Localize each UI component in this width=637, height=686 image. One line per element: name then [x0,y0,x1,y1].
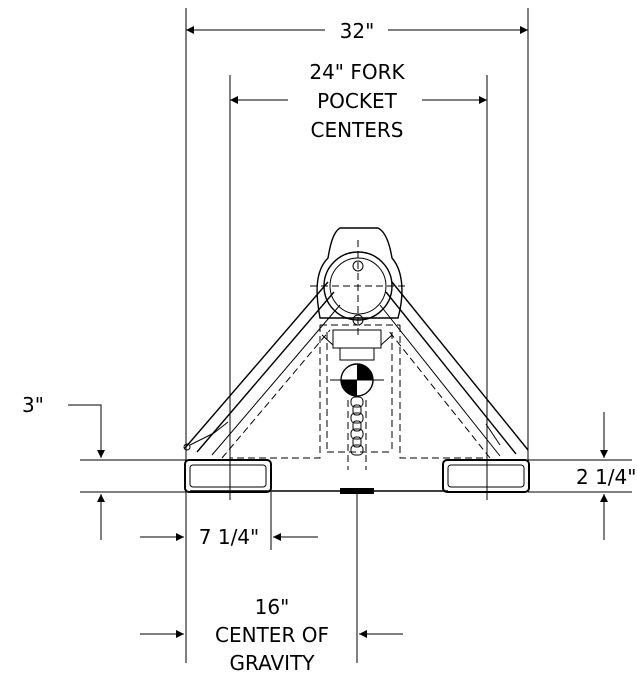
cog-label-line1: 16" [255,595,290,619]
hook-block [321,329,393,361]
fork-pocket-left [184,459,272,493]
dimension-overall-width: 32" [186,19,528,43]
hidden-frame [230,324,487,459]
extension-lines [185,8,529,663]
leg-left [183,281,341,459]
pulley-housing [310,227,408,335]
reference-lines [80,459,632,493]
cog-label-line2: CENTER OF [215,623,329,647]
center-of-gravity-symbol [330,363,384,397]
fork-pocket-label-line1: 24" FORK [309,60,405,84]
fork-pocket-right [442,459,530,493]
fork-pocket-label-line2: POCKET [317,89,398,113]
overall-width-label: 32" [340,19,375,43]
fork-pocket-label-line3: CENTERS [310,118,403,142]
dimension-pocket-height: 2 1/4" [576,412,636,540]
dimension-height-3: 3" [22,393,105,540]
bottom-plate [340,488,374,494]
lift-assembly [183,227,530,494]
chain [347,396,367,470]
cog-label-line3: GRAVITY [230,651,316,675]
leg-right [379,281,529,459]
pocket-height-label: 2 1/4" [576,465,636,489]
dimension-fork-pocket-centers: 24" FORK POCKET CENTERS [230,60,487,142]
height-3-label: 3" [22,393,44,417]
dimension-center-of-gravity: 16" CENTER OF GRAVITY [140,595,403,675]
dimension-pocket-width: 7 1/4" [140,525,318,549]
pocket-width-label: 7 1/4" [199,525,259,549]
